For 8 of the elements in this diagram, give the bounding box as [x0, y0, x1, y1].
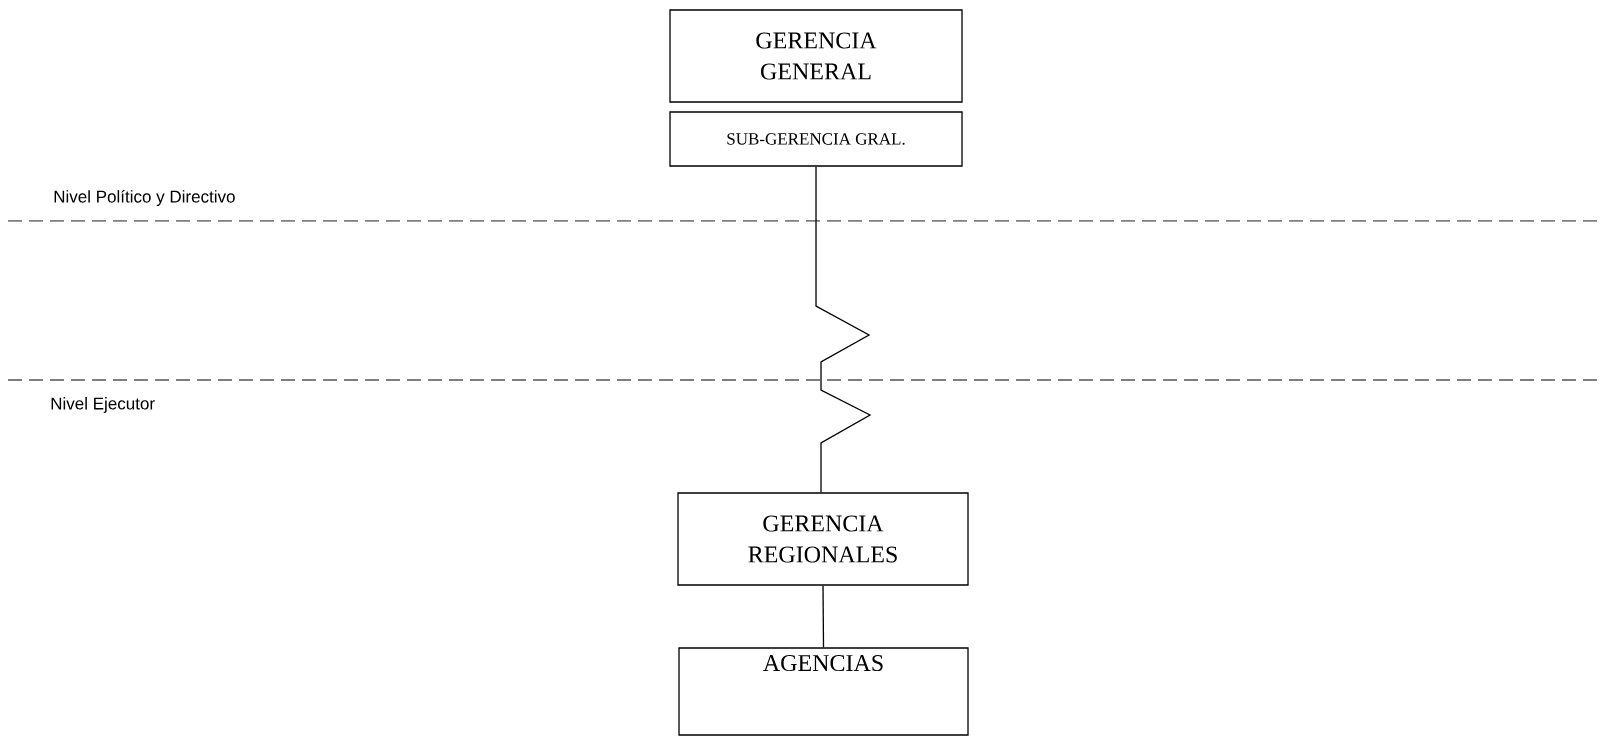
- connector-line: [822, 585, 825, 648]
- org-box: GERENCIA REGIONALES: [677, 492, 969, 586]
- level-label: Nivel Político y Directivo: [54, 190, 235, 206]
- org-box: AGENCIAS: [678, 647, 969, 736]
- org-box: GERENCIA GENERAL: [669, 9, 963, 103]
- level-label: Nivel Ejecutor: [51, 397, 155, 413]
- connector-line: [815, 166, 872, 493]
- org-box: SUB-GERENCIA GRAL.: [669, 111, 963, 167]
